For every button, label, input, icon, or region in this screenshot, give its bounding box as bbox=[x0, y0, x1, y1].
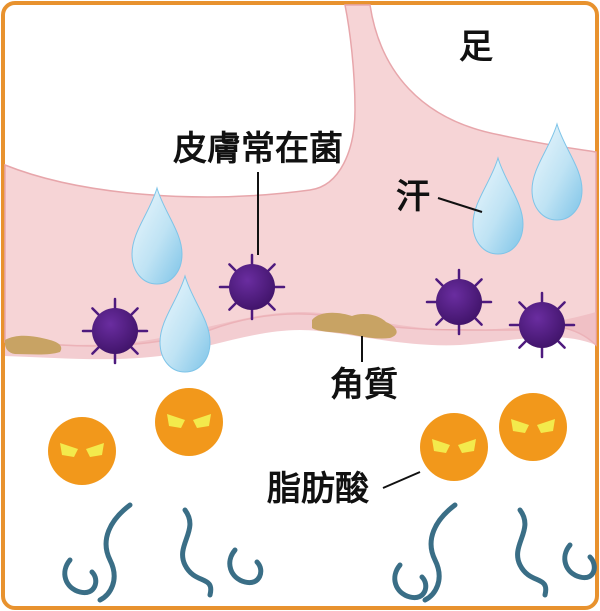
fatty-acid-faces bbox=[48, 388, 567, 485]
label-skin-bacteria: 皮膚常在菌 bbox=[173, 129, 343, 169]
sweat-drops bbox=[131, 122, 583, 373]
skin-edge bbox=[5, 312, 596, 360]
label-sweat: 汗 bbox=[396, 177, 430, 217]
label-keratin: 角質 bbox=[330, 365, 398, 405]
keratin-flakes bbox=[4, 312, 397, 355]
leader-lines bbox=[257, 172, 483, 489]
skin-bacteria bbox=[81, 253, 576, 365]
label-fatty-acid: 脂肪酸 bbox=[267, 469, 370, 509]
odor-waves bbox=[62, 502, 597, 603]
label-foot: 足 bbox=[459, 27, 493, 67]
